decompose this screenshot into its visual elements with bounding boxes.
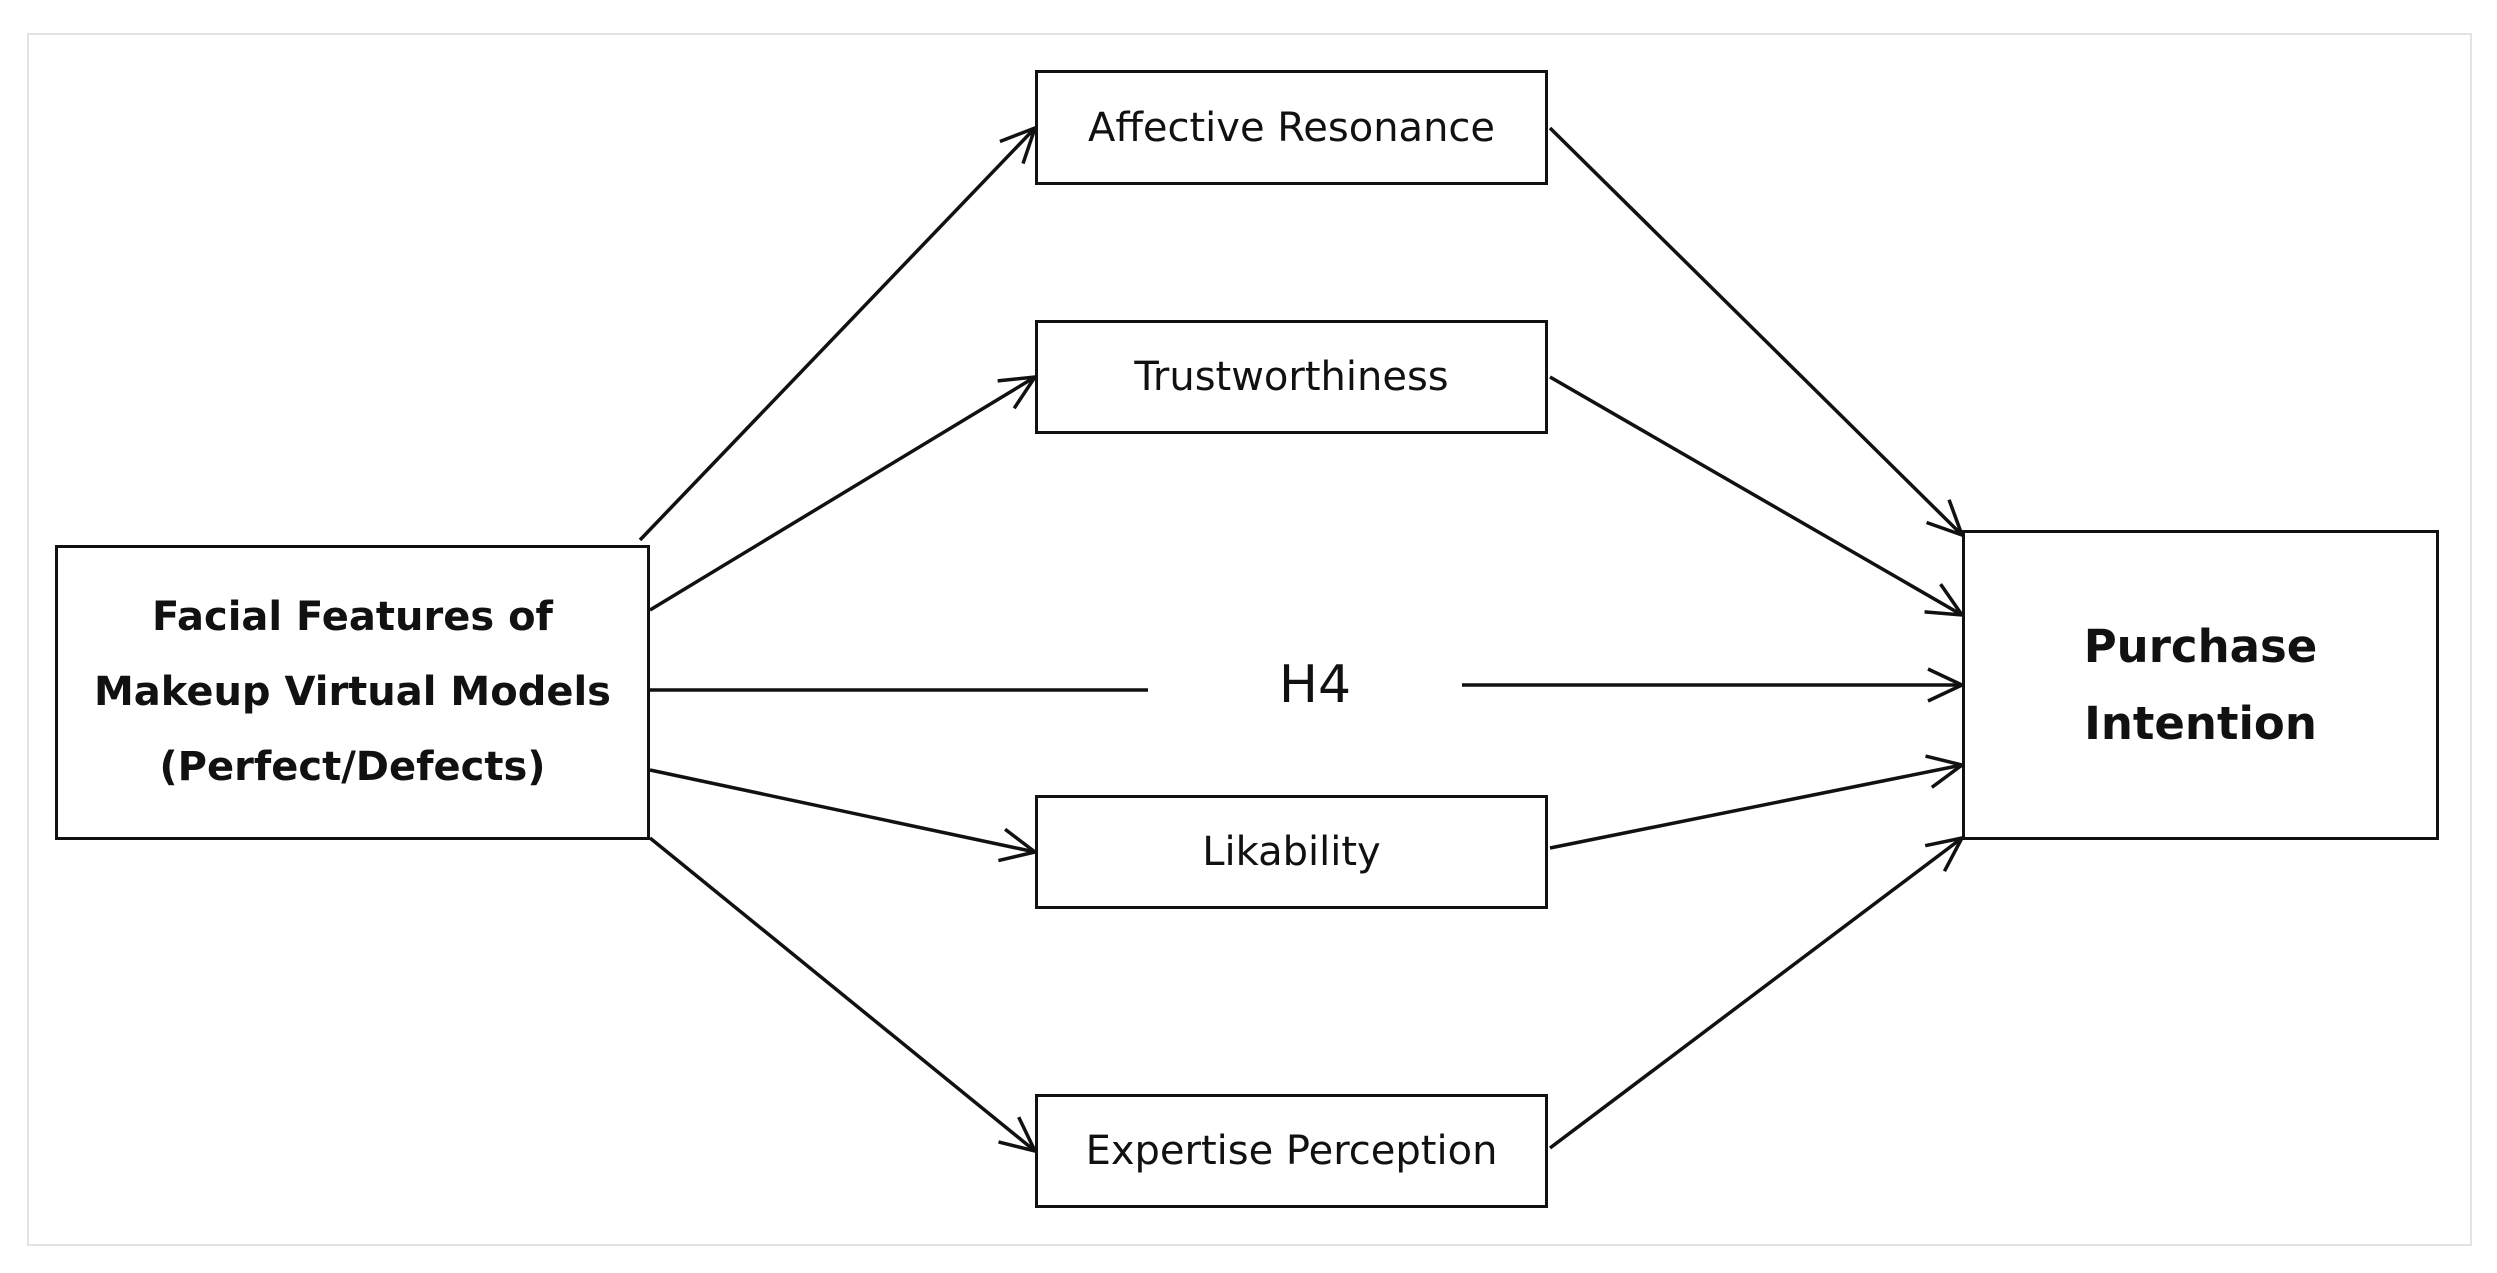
figure-frame <box>27 33 2472 1246</box>
target-label-line-1: Purchase <box>2083 620 2318 673</box>
arrow-trust-to-target <box>1549 375 1966 618</box>
trustworthiness-label: Trustworthiness <box>1134 354 1449 400</box>
source-label-line-3: (Perfect/Defects) <box>159 744 546 790</box>
mediator-node-trustworthiness: Trustworthiness <box>1035 320 1548 434</box>
target-node-label: Purchase Intention <box>2084 608 2318 762</box>
h4-path-label: H4 <box>1278 655 1352 715</box>
source-label-line-2: Makeup Virtual Models <box>94 669 611 715</box>
source-label-line-1: Facial Features of <box>152 594 553 640</box>
target-label-line-2: Intention <box>2084 697 2317 750</box>
expertise-perception-label: Expertise Perception <box>1085 1128 1498 1174</box>
arrow-expertise-to-target <box>1548 835 1966 1150</box>
affective-resonance-label: Affective Resonance <box>1087 104 1496 151</box>
mediator-node-affective-resonance: Affective Resonance <box>1035 70 1548 185</box>
mediator-node-expertise-perception: Expertise Perception <box>1035 1094 1548 1208</box>
arrow-source-to-expertise <box>648 836 1039 1154</box>
mediator-node-likability: Likability <box>1035 795 1548 909</box>
source-node-facial-features: Facial Features of Makeup Virtual Models… <box>55 545 650 840</box>
likability-label: Likability <box>1202 829 1381 875</box>
target-node-purchase-intention: Purchase Intention <box>1962 530 2439 840</box>
source-node-label: Facial Features of Makeup Virtual Models… <box>94 580 611 805</box>
arrow-likability-to-target <box>1549 754 1967 850</box>
arrow-source-to-trust <box>649 374 1039 612</box>
arrow-source-to-likability <box>649 768 1040 863</box>
arrow-affective-to-target <box>1548 126 1965 538</box>
arrow-source-to-affective <box>638 125 1038 542</box>
